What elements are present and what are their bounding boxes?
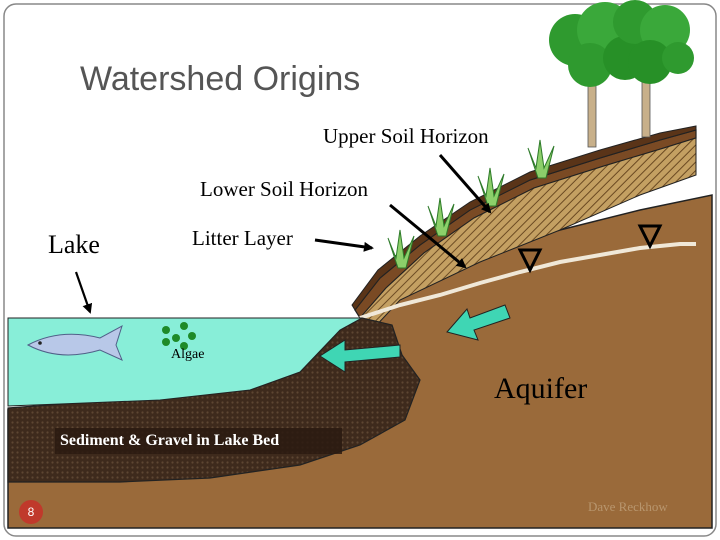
author-credit: Dave Reckhow <box>588 499 668 514</box>
trees <box>549 0 694 148</box>
aquifer-label: Aquifer <box>494 372 588 405</box>
fish <box>26 324 123 361</box>
lower-soil-horizon <box>359 137 697 331</box>
algae-label: Algae <box>171 347 205 362</box>
grass-tufts <box>387 139 555 269</box>
slide-number-badge: 8 <box>19 500 43 524</box>
sediment-label: Sediment & Gravel in Lake Bed <box>60 432 280 449</box>
pointer-litter-layer <box>314 238 374 252</box>
flow-arrow-through-soil <box>446 304 511 341</box>
algae-cluster <box>162 322 196 350</box>
slide-title: Watershed Origins <box>80 60 361 98</box>
flow-arrow-to-lake <box>319 339 401 373</box>
water-table-marker-2 <box>637 224 663 250</box>
lower-soil-horizon-label: Lower Soil Horizon <box>200 177 368 201</box>
sediment-label-box <box>55 428 342 454</box>
pointer-upper-soil <box>438 154 492 214</box>
pointer-lake <box>74 271 93 314</box>
water-table-line <box>359 242 696 320</box>
lake-label: Lake <box>48 230 100 259</box>
pointer-lower-soil <box>389 203 467 269</box>
upper-soil-horizon-label: Upper Soil Horizon <box>323 124 489 148</box>
litter-layer-label: Litter Layer <box>192 226 293 250</box>
water-table-marker-1 <box>517 248 543 274</box>
